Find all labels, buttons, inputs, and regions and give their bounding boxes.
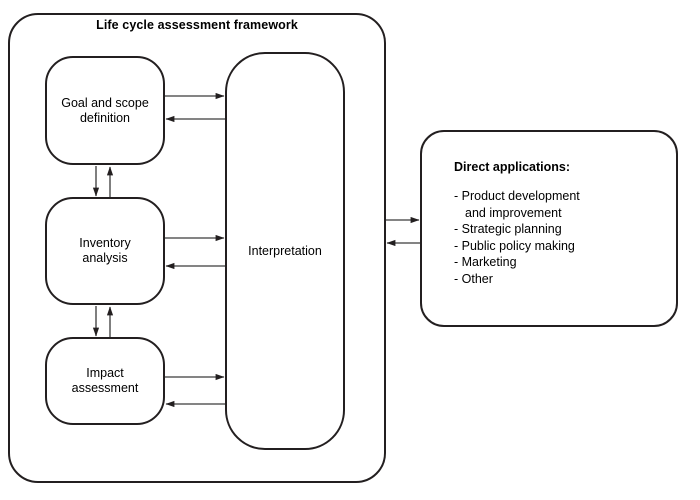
- stage-box-impact-assessment[interactable]: Impact assessment: [45, 337, 165, 425]
- stage-box-goal-and-scope-definition[interactable]: Goal and scope definition: [45, 56, 165, 165]
- direct-applications-panel[interactable]: Direct applications: - Product developme…: [420, 130, 678, 327]
- stage-box-interpretation[interactable]: Interpretation: [225, 52, 345, 450]
- list-item: - Public policy making: [454, 238, 575, 253]
- lca-framework-container: [8, 13, 386, 483]
- stage-label-inventory-analysis: Inventory analysis: [79, 236, 131, 265]
- direct-applications-list: - Product development and improvement - …: [454, 188, 676, 287]
- stage-label-goal-and-scope-definition: Goal and scope definition: [61, 95, 149, 125]
- direct-applications-title: Direct applications:: [454, 160, 570, 174]
- stage-label-impact-assessment: Impact assessment: [71, 366, 139, 395]
- stage-box-inventory-analysis[interactable]: Inventory analysis: [45, 197, 165, 305]
- list-item: - Marketing: [454, 255, 517, 269]
- list-item: - Other: [454, 271, 493, 286]
- list-item: - Product development and improvement: [454, 189, 580, 220]
- stage-label-interpretation: Interpretation: [248, 244, 322, 258]
- list-item: - Strategic planning: [454, 222, 562, 236]
- framework-title: Life cycle assessment framework: [96, 18, 298, 32]
